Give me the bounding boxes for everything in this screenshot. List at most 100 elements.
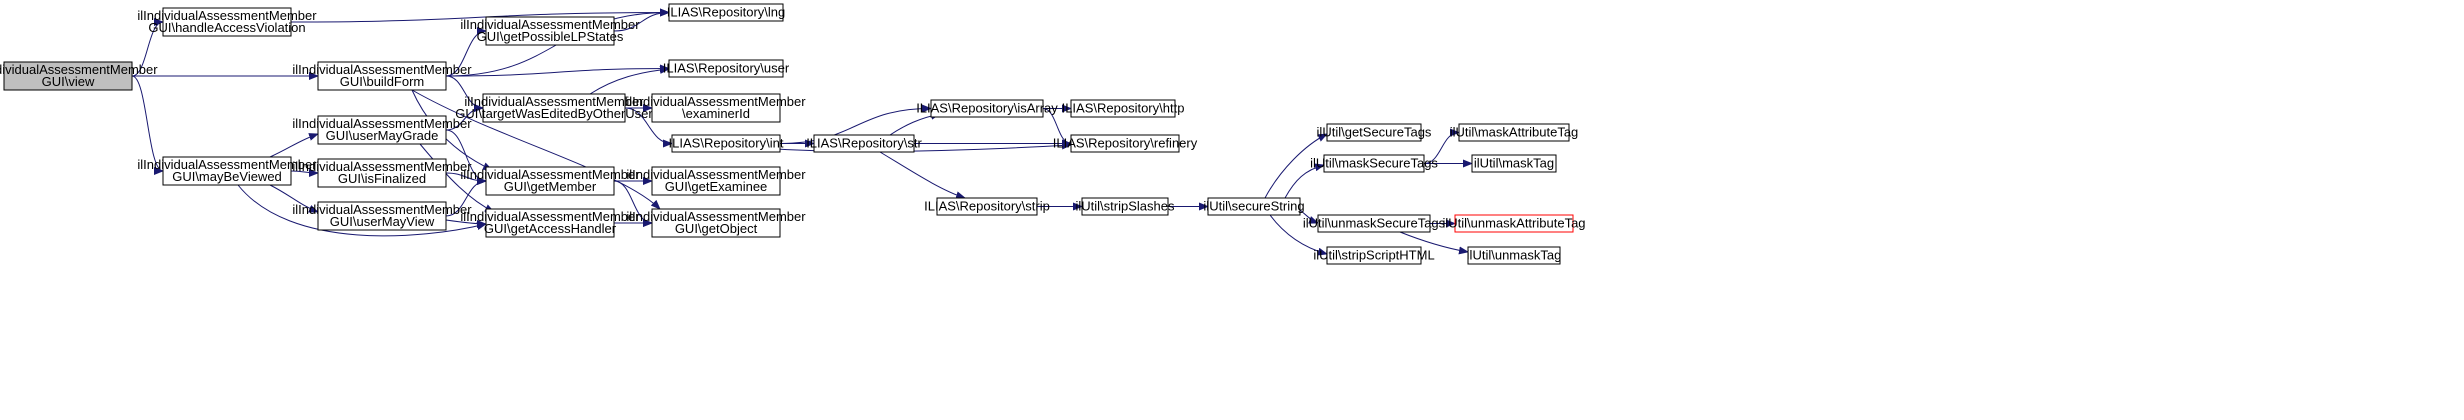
- node-label-secureString-line-0: ilUtil\secureString: [1203, 199, 1304, 214]
- node-box-getSecureTags: [1326, 123, 1422, 142]
- node-label-unmaskSecureTags-line-0: ilUtil\unmaskSecureTags: [1303, 216, 1446, 231]
- node-box-getMember: [485, 166, 615, 196]
- edge-userMayView-to-getAccessHandler: [445, 219, 487, 228]
- node-box-unmaskSecureTags: [1317, 214, 1431, 233]
- node-examinerId[interactable]: ilIndividualAssessmentMember\examinerId: [626, 93, 806, 123]
- node-label-handleAccessViolation-line-1: GUI\handleAccessViolation: [148, 20, 305, 35]
- node-userMayGrade[interactable]: ilIndividualAssessmentMemberGUI\userMayG…: [292, 115, 472, 145]
- node-label-strip-line-0: ILIAS\Repository\strip: [924, 199, 1050, 214]
- node-label-refinery-line-0: ILIAS\Repository\refinery: [1053, 136, 1198, 151]
- edge-userMayGrade-to-targetWasEditedByOtherUser: [445, 104, 484, 131]
- node-getAccessHandler[interactable]: ilIndividualAssessmentMemberGUI\getAcces…: [460, 208, 640, 238]
- node-label-getPossibleLPStates-line-0: ilIndividualAssessmentMember: [460, 17, 640, 32]
- node-refinery[interactable]: ILIAS\Repository\refinery: [1053, 134, 1198, 153]
- node-box-isFinalized: [317, 158, 447, 188]
- node-box-handleAccessViolation: [162, 7, 292, 37]
- node-int[interactable]: ILIAS\Repository\int: [669, 134, 784, 153]
- edge-buildForm-to-user: [445, 64, 670, 77]
- node-label-userMayView-line-0: ilIndividualAssessmentMember: [292, 202, 472, 217]
- node-box-userMayGrade: [317, 115, 447, 145]
- node-getMember[interactable]: ilIndividualAssessmentMemberGUI\getMembe…: [460, 166, 640, 196]
- node-http[interactable]: ILIAS\Repository\http: [1062, 99, 1185, 118]
- node-box-userMayView: [317, 201, 447, 231]
- edge-targetWasEditedByOtherUser-to-user: [589, 65, 670, 95]
- node-box-maskTag: [1471, 154, 1557, 173]
- node-box-str: [813, 134, 915, 153]
- node-label-getPossibleLPStates-line-1: GUI\getPossibleLPStates: [477, 29, 624, 44]
- node-getExaminee[interactable]: ilIndividualAssessmentMemberGUI\getExami…: [626, 166, 806, 196]
- node-targetWasEditedByOtherUser[interactable]: ilIndividualAssessmentMemberGUI\targetWa…: [455, 93, 653, 123]
- node-maskTag[interactable]: ilUtil\maskTag: [1471, 154, 1557, 173]
- node-label-view-line-0: ilIndividualAssessmentMember: [0, 62, 158, 77]
- edge-mayBeViewed-to-getAccessHandler: [237, 184, 487, 237]
- node-label-getAccessHandler-line-0: ilIndividualAssessmentMember: [460, 209, 640, 224]
- node-unmaskAttributeTag[interactable]: ilUtil\unmaskAttributeTag: [1442, 214, 1586, 233]
- node-label-targetWasEditedByOtherUser-line-0: ilIndividualAssessmentMember: [464, 94, 644, 109]
- edge-int-to-refinery: [759, 141, 1072, 152]
- node-label-str-line-0: ILIAS\Repository\str: [806, 136, 922, 151]
- node-lng[interactable]: ILIAS\Repository\lng: [667, 3, 786, 22]
- node-str[interactable]: ILIAS\Repository\str: [806, 134, 922, 153]
- node-label-getAccessHandler-line-1: GUI\getAccessHandler: [484, 221, 617, 236]
- node-unmaskSecureTags[interactable]: ilUtil\unmaskSecureTags: [1303, 214, 1446, 233]
- node-label-getExaminee-line-0: ilIndividualAssessmentMember: [626, 167, 806, 182]
- edge-secureString-to-unmaskSecureTags: [1299, 209, 1319, 224]
- edge-mayBeViewed-to-userMayView: [269, 184, 319, 213]
- node-label-getExaminee-line-1: GUI\getExaminee: [665, 179, 768, 194]
- node-maskSecureTags[interactable]: ilUtil\maskSecureTags: [1310, 154, 1438, 173]
- edge-buildForm-to-getMember: [411, 89, 493, 171]
- node-box-maskAttributeTag: [1458, 123, 1570, 142]
- node-box-unmaskAttributeTag: [1454, 214, 1574, 233]
- node-label-unmaskTag-line-0: ilUtil\unmaskTag: [1467, 248, 1562, 263]
- node-label-getObject-line-0: ilIndividualAssessmentMember: [626, 209, 806, 224]
- node-stripSlashes[interactable]: ilUtil\stripSlashes: [1076, 197, 1175, 216]
- node-getPossibleLPStates[interactable]: ilIndividualAssessmentMemberGUI\getPossi…: [460, 16, 640, 46]
- node-label-maskTag-line-0: ilUtil\maskTag: [1474, 156, 1554, 171]
- node-box-getObject: [651, 208, 781, 238]
- node-label-http-line-0: ILIAS\Repository\http: [1062, 101, 1185, 116]
- node-box-http: [1070, 99, 1176, 118]
- node-label-handleAccessViolation-line-0: ilIndividualAssessmentMember: [137, 8, 317, 23]
- node-label-mayBeViewed-line-1: GUI\mayBeViewed: [172, 169, 282, 184]
- node-maskAttributeTag[interactable]: ilUtil\maskAttributeTag: [1450, 123, 1579, 142]
- node-user[interactable]: ILIAS\Repository\user: [663, 59, 790, 78]
- edge-userMayGrade-to-getAccessHandler: [419, 143, 495, 213]
- node-unmaskTag[interactable]: ilUtil\unmaskTag: [1467, 246, 1562, 265]
- node-box-secureString: [1207, 197, 1301, 216]
- node-buildForm[interactable]: ilIndividualAssessmentMemberGUI\buildFor…: [292, 61, 472, 91]
- node-label-getSecureTags-line-0: ilUtil\getSecureTags: [1317, 125, 1432, 140]
- node-box-unmaskTag: [1467, 246, 1561, 265]
- node-stripScriptHTML[interactable]: ilUtil\stripScriptHTML: [1313, 246, 1435, 265]
- edge-unmaskSecureTags-to-unmaskTag: [1399, 231, 1469, 255]
- edge-handleAccessViolation-to-lng: [290, 8, 670, 23]
- node-box-user: [668, 59, 784, 78]
- node-box-view: [3, 61, 133, 91]
- node-box-int: [671, 134, 781, 153]
- node-isArray[interactable]: ILIAS\Repository\isArray: [916, 99, 1058, 118]
- node-box-stripScriptHTML: [1326, 246, 1422, 265]
- edge-isArray-to-refinery: [1042, 108, 1072, 148]
- edge-mayBeViewed-to-isFinalized: [290, 168, 319, 177]
- node-label-userMayView-line-1: GUI\userMayView: [330, 214, 435, 229]
- node-label-isFinalized-line-0: ilIndividualAssessmentMember: [292, 159, 472, 174]
- node-box-stripSlashes: [1081, 197, 1169, 216]
- edge-view-to-handleAccessViolation: [131, 18, 164, 77]
- node-handleAccessViolation[interactable]: ilIndividualAssessmentMemberGUI\handleAc…: [137, 7, 317, 37]
- edge-buildForm-to-getPossibleLPStates: [445, 27, 487, 77]
- edge-getPossibleLPStates-to-lng: [613, 8, 670, 32]
- node-getSecureTags[interactable]: ilUtil\getSecureTags: [1317, 123, 1432, 142]
- node-isFinalized[interactable]: ilIndividualAssessmentMemberGUI\isFinali…: [292, 158, 472, 188]
- edge-secureString-to-maskSecureTags: [1284, 163, 1325, 199]
- edge-secureString-to-stripScriptHTML: [1269, 214, 1328, 256]
- node-label-isFinalized-line-1: GUI\isFinalized: [338, 171, 426, 186]
- node-mayBeViewed[interactable]: ilIndividualAssessmentMemberGUI\mayBeVie…: [137, 156, 317, 186]
- node-strip[interactable]: ILIAS\Repository\strip: [924, 197, 1050, 216]
- node-secureString[interactable]: ilUtil\secureString: [1203, 197, 1305, 216]
- node-label-userMayGrade-line-1: GUI\userMayGrade: [326, 128, 439, 143]
- node-label-maskSecureTags-line-0: ilUtil\maskSecureTags: [1310, 156, 1438, 171]
- edge-int-to-isArray: [779, 104, 932, 144]
- node-getObject[interactable]: ilIndividualAssessmentMemberGUI\getObjec…: [626, 208, 806, 238]
- node-userMayView[interactable]: ilIndividualAssessmentMemberGUI\userMayV…: [292, 201, 472, 231]
